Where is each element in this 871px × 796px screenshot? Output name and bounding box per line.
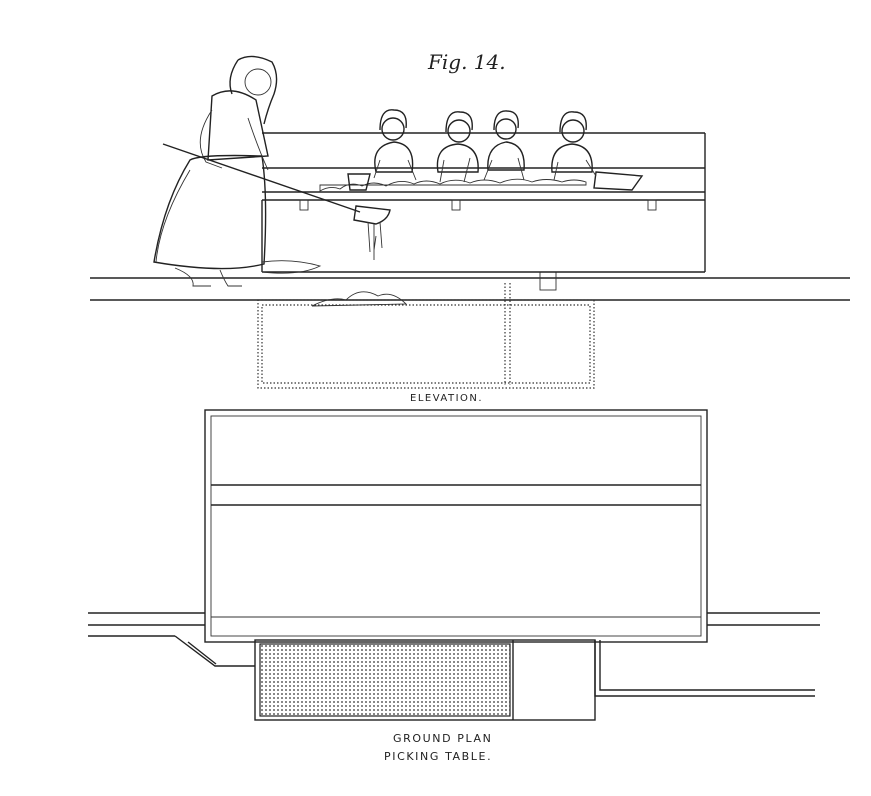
girl-picking-icon	[436, 111, 479, 183]
rake-tool	[162, 143, 391, 260]
girl-picking-icon	[483, 110, 525, 181]
woman-with-rake-icon	[153, 55, 322, 287]
ground-plan-label: GROUND PLAN	[393, 732, 493, 745]
coal-heap-on-table	[319, 178, 587, 192]
figure-caption: PICKING TABLE.	[384, 750, 493, 763]
elevation-label: ELEVATION.	[410, 393, 484, 404]
plan-pit	[254, 639, 815, 721]
girl-picking-icon	[373, 109, 417, 181]
picking-table	[261, 132, 706, 273]
plan-table-outline	[204, 409, 708, 643]
plan-rails	[88, 612, 820, 667]
figure-title: Fig. 14.	[428, 50, 506, 74]
scoop-baskets	[347, 171, 644, 191]
coal-pit	[257, 283, 595, 389]
girl-picking-icon	[551, 111, 597, 181]
